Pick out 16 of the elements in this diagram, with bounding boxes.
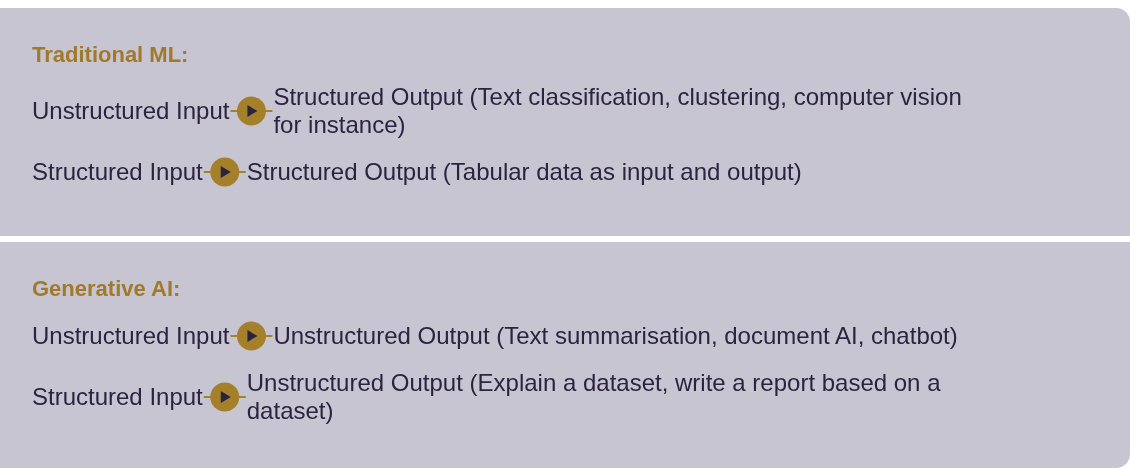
category-panel	[0, 242, 1130, 468]
category-panel	[0, 8, 1130, 236]
arrow	[202, 382, 247, 412]
input-text: Unstructured Input	[32, 97, 230, 125]
output-text: Unstructured Output (Explain a dataset, write a report based on a dataset)	[246, 369, 1017, 425]
arrow	[229, 321, 274, 351]
panel-heading: Traditional ML:	[32, 41, 190, 69]
panel-heading: Generative AI:	[32, 275, 182, 303]
output-text: Structured Output (Text classification, clustering, computer vision for instance)	[273, 83, 974, 139]
arrow	[202, 157, 247, 187]
input-text: Structured Input	[32, 158, 203, 186]
input-text: Structured Input	[32, 383, 203, 411]
output-text: Unstructured Output (Text summarisation, document AI, chatbot)	[273, 322, 958, 350]
arrow	[229, 96, 274, 126]
output-text: Structured Output (Tabular data as input and output)	[246, 158, 802, 186]
input-text: Unstructured Input	[32, 322, 230, 350]
